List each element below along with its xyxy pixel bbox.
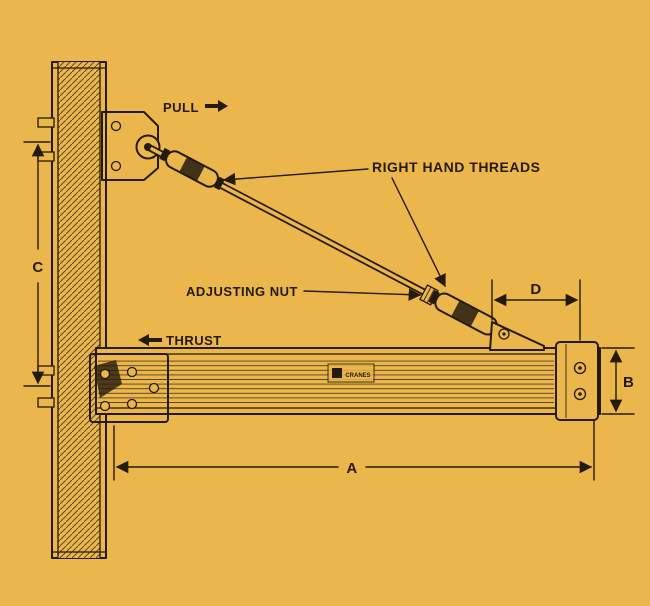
dimension-d: D: [491, 279, 581, 341]
dimension-c: C: [23, 141, 51, 387]
jib-beam: CRANES: [95, 341, 601, 421]
leader-line-adjusting-nut: [303, 288, 422, 301]
column-hatching: [58, 62, 100, 558]
dimension-c-label: C: [32, 259, 43, 276]
beam-web-shading: [98, 357, 554, 405]
right-hand-threads-label: RIGHT HAND THREADS: [372, 159, 540, 175]
dimension-a-label: A: [346, 460, 357, 477]
pull-arrow-icon: [205, 100, 228, 112]
bolt-head: [37, 397, 55, 408]
dimension-b-label: B: [623, 374, 634, 391]
thrust-arrow-icon: [138, 334, 162, 346]
wall-column: [51, 61, 107, 559]
bracket-bolt: [110, 160, 122, 172]
bracket-bolt: [126, 398, 138, 410]
pull-label: PULL: [163, 100, 199, 115]
bolt-head: [37, 151, 55, 162]
bracket-bolt: [126, 366, 138, 378]
dimension-d-label: D: [530, 281, 541, 298]
dimension-a: A: [113, 419, 595, 481]
logo-text: CRANES: [345, 373, 370, 379]
bolt-head: [37, 365, 55, 376]
beam-end-cap: [555, 341, 599, 421]
leader-line-upper-threads: [222, 168, 369, 186]
thrust-label: THRUST: [166, 333, 222, 348]
bolt-head: [37, 117, 55, 128]
lower-turnbuckle: [428, 290, 504, 338]
logo-mark-icon: [332, 368, 342, 378]
bracket-pivot: [148, 382, 160, 394]
thrust-bracket: [89, 353, 169, 423]
upper-turnbuckle: [159, 147, 225, 191]
manufacturer-logo: CRANES: [327, 363, 375, 383]
callouts: PULL RIGHT HAND THREADS ADJUSTING NUT TH…: [138, 100, 540, 348]
adjusting-nut-label: ADJUSTING NUT: [186, 284, 298, 299]
bracket-bolt: [99, 368, 111, 380]
bracket-hinge-plate: [94, 360, 122, 398]
rod-beam-clevis: [489, 321, 545, 351]
dimension-b: B: [601, 347, 635, 415]
bracket-bolt: [110, 120, 122, 132]
leader-line-lower-threads: [391, 177, 446, 288]
bracket-bolt: [99, 400, 111, 412]
